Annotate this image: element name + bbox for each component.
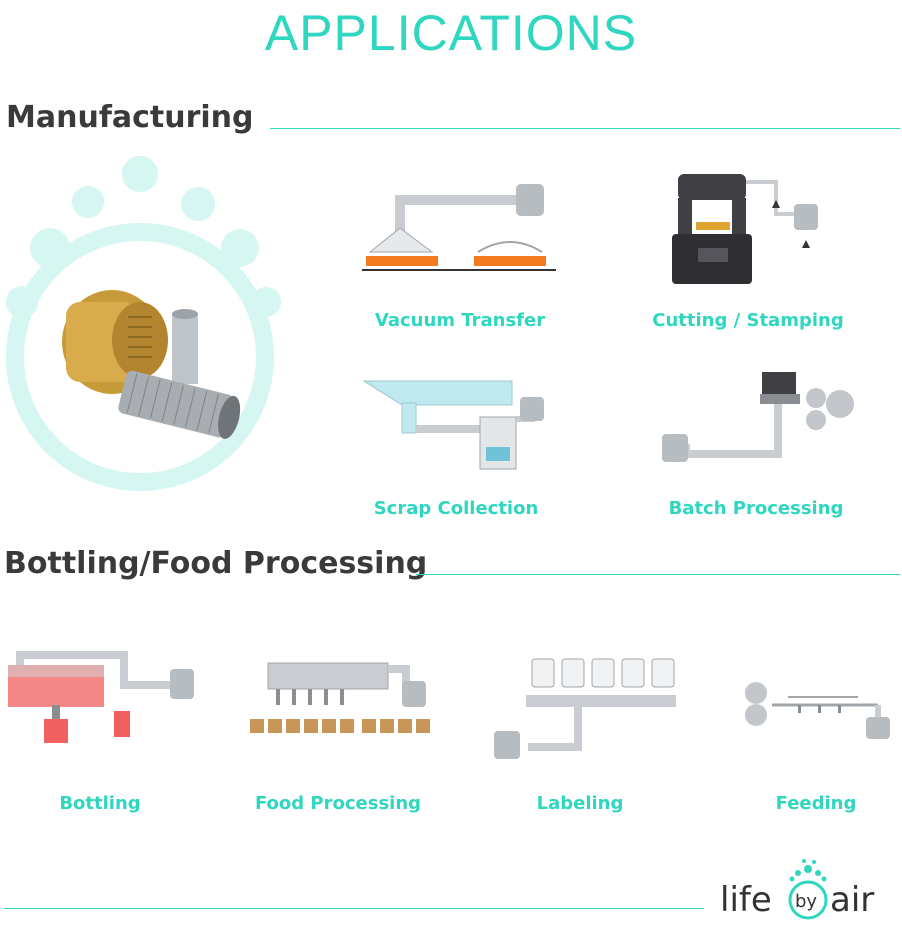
caption-food-processing: Food Processing: [254, 793, 422, 814]
ring-blower-product-icon: [6, 156, 281, 491]
svg-text:by: by: [795, 891, 817, 912]
section-divider: [416, 574, 900, 575]
section-heading-bottling: Bottling/Food Processing: [4, 546, 428, 581]
logo-mark-icon: life by air: [720, 859, 874, 920]
bottling-diagram-icon: [8, 651, 194, 743]
section-divider: [270, 128, 900, 129]
footer-divider: [4, 908, 704, 909]
batch-processing-diagram-icon: [662, 372, 854, 462]
cutting-stamping-diagram-icon: [672, 174, 818, 284]
section-heading-manufacturing: Manufacturing: [6, 100, 254, 135]
caption-cutting-stamping: Cutting / Stamping: [652, 310, 844, 331]
feeding-diagram-icon: [745, 682, 890, 739]
caption-vacuum-transfer: Vacuum Transfer: [374, 310, 546, 331]
caption-labeling: Labeling: [536, 793, 624, 814]
caption-scrap-collection: Scrap Collection: [373, 498, 539, 519]
labeling-diagram-icon: [494, 658, 676, 759]
caption-feeding: Feeding: [775, 793, 857, 814]
vacuum-transfer-diagram-icon: [362, 184, 556, 271]
food-processing-diagram-icon: [250, 662, 430, 733]
caption-batch-processing: Batch Processing: [668, 498, 844, 519]
caption-bottling: Bottling: [59, 793, 141, 814]
page-title: APPLICATIONS: [264, 5, 638, 61]
scrap-collection-diagram-icon: [362, 380, 544, 470]
svg-text:life: life: [720, 880, 772, 920]
svg-text:air: air: [830, 880, 874, 920]
brand-logo: life by air: [716, 855, 902, 925]
